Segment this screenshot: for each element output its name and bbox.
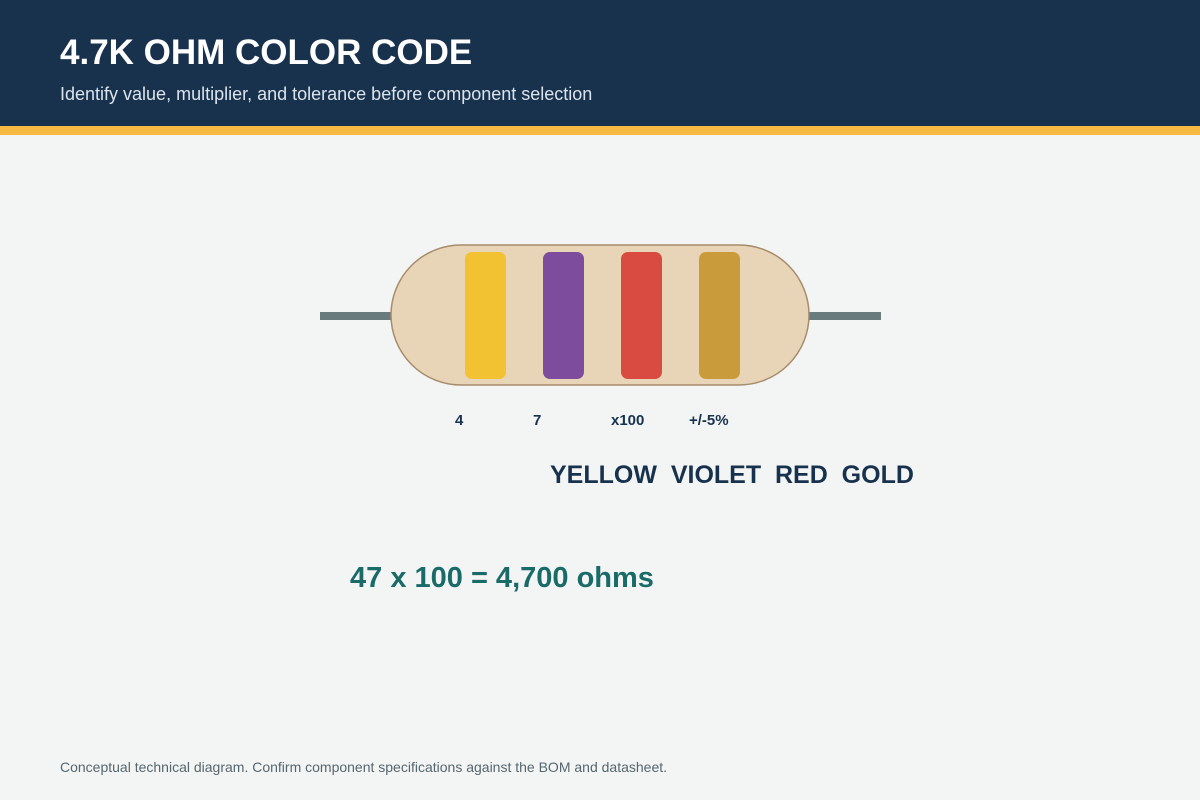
footnote: Conceptual technical diagram. Confirm co… (60, 759, 668, 775)
band-violet (543, 252, 584, 379)
band-yellow (465, 252, 506, 379)
page-title: 4.7K OHM COLOR CODE (60, 33, 473, 72)
band-label-multiplier: x100 (611, 412, 644, 429)
accent-divider (0, 126, 1200, 135)
header-banner: 4.7K OHM COLOR CODE Identify value, mult… (0, 0, 1200, 126)
band-gold (699, 252, 740, 379)
right-lead (808, 312, 881, 320)
band-red (621, 252, 662, 379)
band-label-digit1: 4 (455, 412, 464, 429)
page-subtitle: Identify value, multiplier, and toleranc… (60, 84, 593, 104)
resistor-body (390, 244, 810, 386)
left-lead (320, 312, 392, 320)
band-label-tolerance: +/-5% (689, 412, 729, 429)
value-equation: 47 x 100 = 4,700 ohms (350, 562, 654, 594)
band-color-names: YELLOW VIOLET RED GOLD (550, 461, 914, 489)
band-label-digit2: 7 (533, 412, 541, 429)
